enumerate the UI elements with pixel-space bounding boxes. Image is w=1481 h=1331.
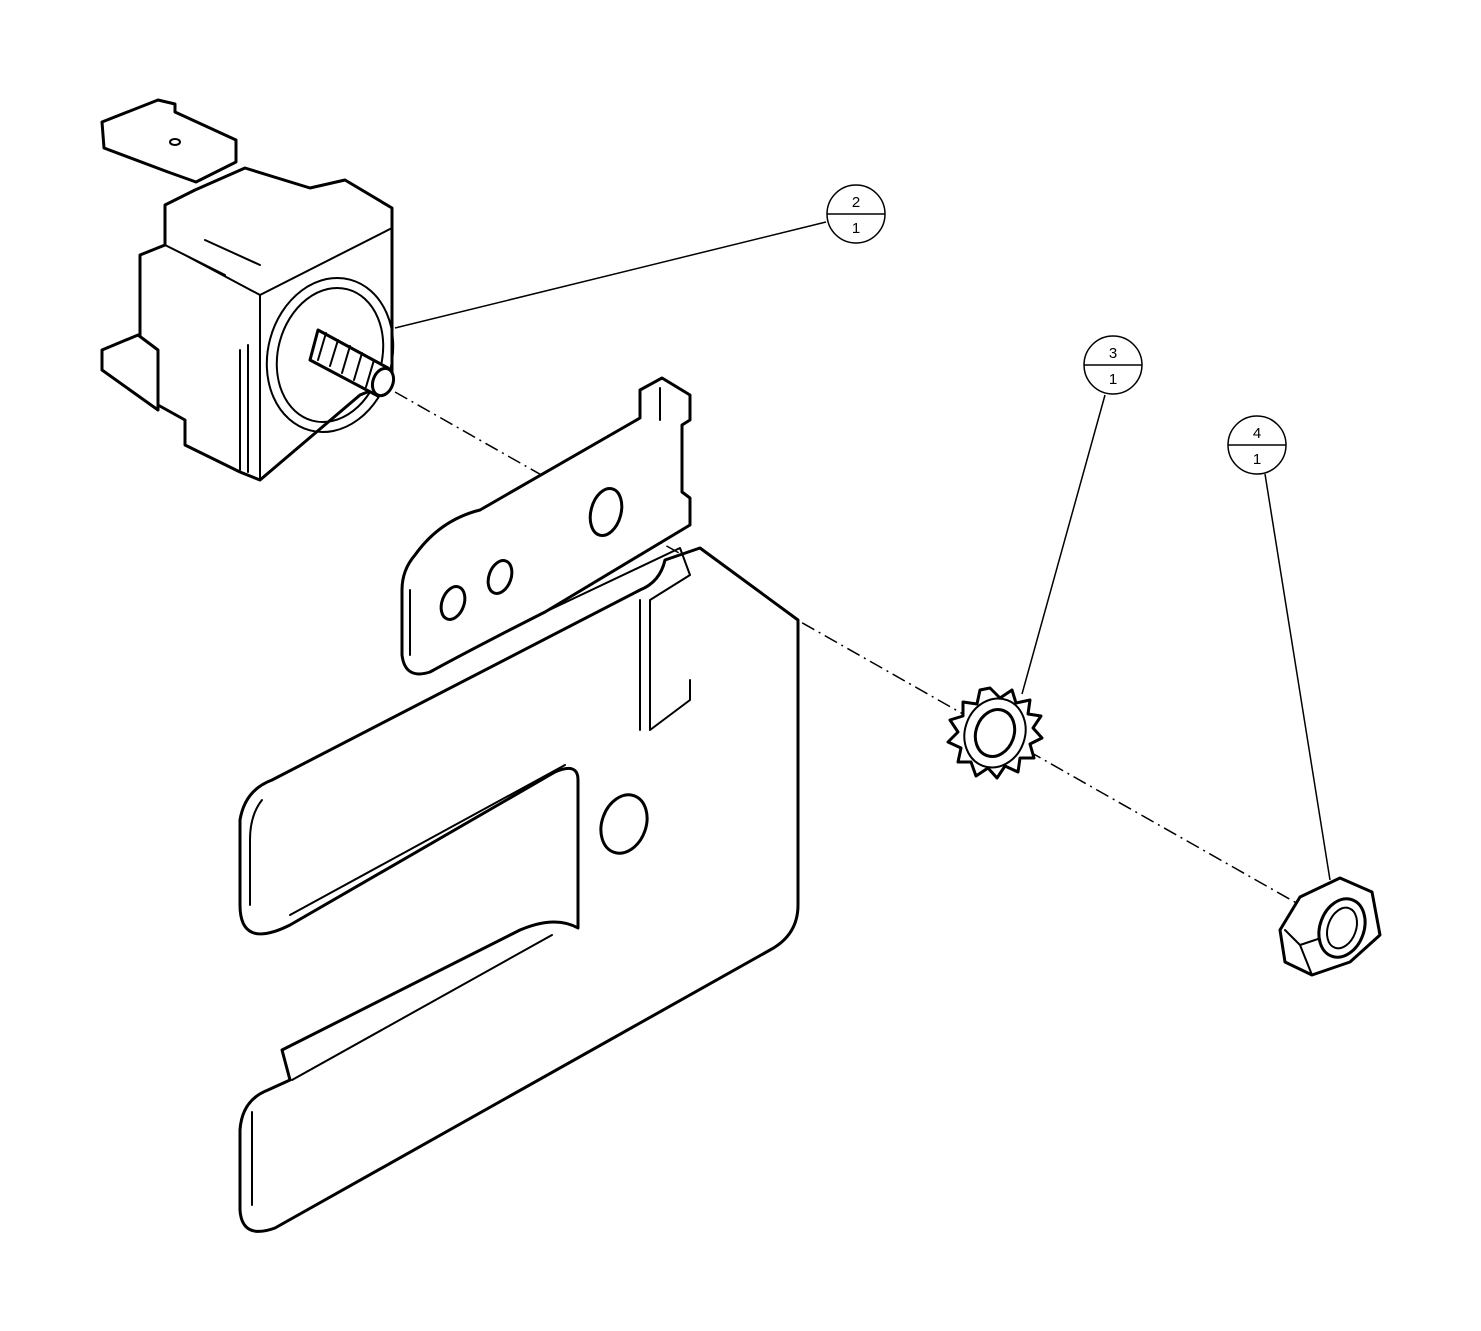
balloon-item-2: 2 1: [826, 184, 886, 244]
star-lock-washer-icon: [946, 686, 1044, 780]
hex-nut-icon: [1278, 876, 1382, 977]
balloon-item-number: 3: [1109, 345, 1117, 362]
assembly-axis-line: [394, 391, 1301, 906]
leader-line-2: [394, 221, 827, 329]
balloon-item-number: 4: [1253, 425, 1261, 442]
balloon-item-3: 3 1: [1083, 335, 1143, 395]
leader-line-4: [1264, 473, 1331, 881]
rocker-switch-icon: [100, 98, 396, 482]
leader-line-3: [1021, 394, 1106, 695]
balloon-quantity: 1: [1253, 451, 1261, 468]
balloon-item-number: 2: [852, 194, 860, 211]
balloon-quantity: 1: [1109, 371, 1117, 388]
mounting-bracket-icon: [238, 376, 800, 1233]
balloon-quantity: 1: [852, 220, 860, 237]
balloon-item-4: 4 1: [1227, 415, 1287, 475]
